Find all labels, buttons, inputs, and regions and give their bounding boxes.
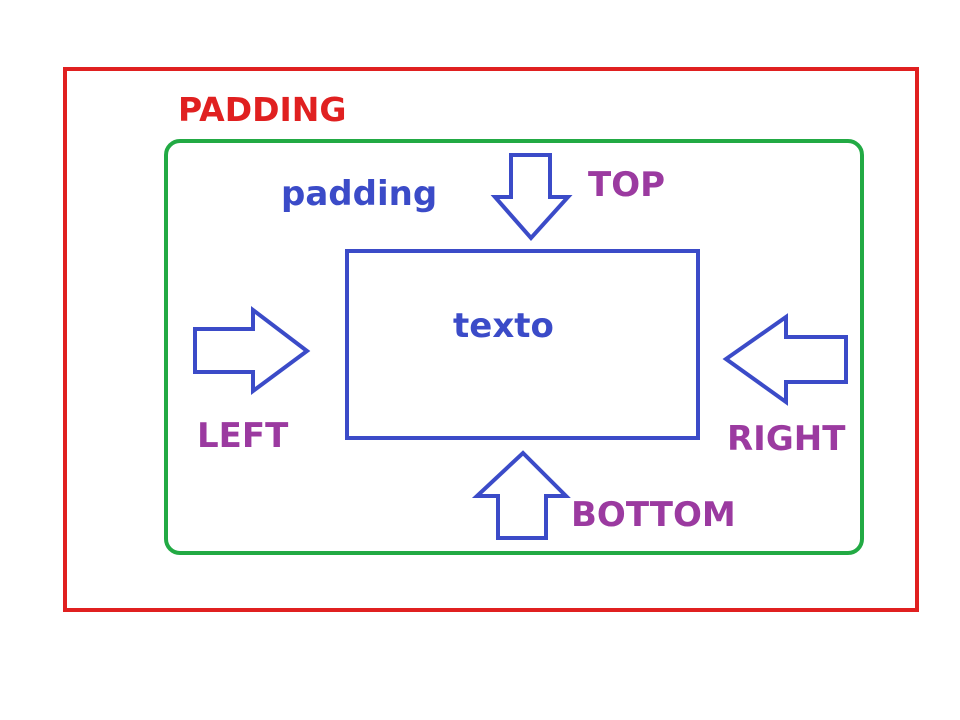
- left-label: LEFT: [197, 416, 289, 456]
- padding-label: padding: [281, 174, 438, 214]
- top-label: TOP: [588, 165, 666, 205]
- arrow-right-icon: [193, 305, 311, 395]
- padding-area-box: [164, 139, 864, 555]
- arrow-down-icon: [490, 153, 573, 242]
- right-label: RIGHT: [727, 419, 846, 459]
- bottom-label: BOTTOM: [571, 495, 736, 535]
- diagram-title: PADDING: [178, 90, 347, 129]
- outer-border-box: [63, 67, 919, 612]
- content-box: [345, 249, 700, 440]
- content-label: texto: [453, 306, 554, 346]
- arrow-left-icon: [722, 313, 848, 406]
- arrow-up-icon: [471, 450, 571, 540]
